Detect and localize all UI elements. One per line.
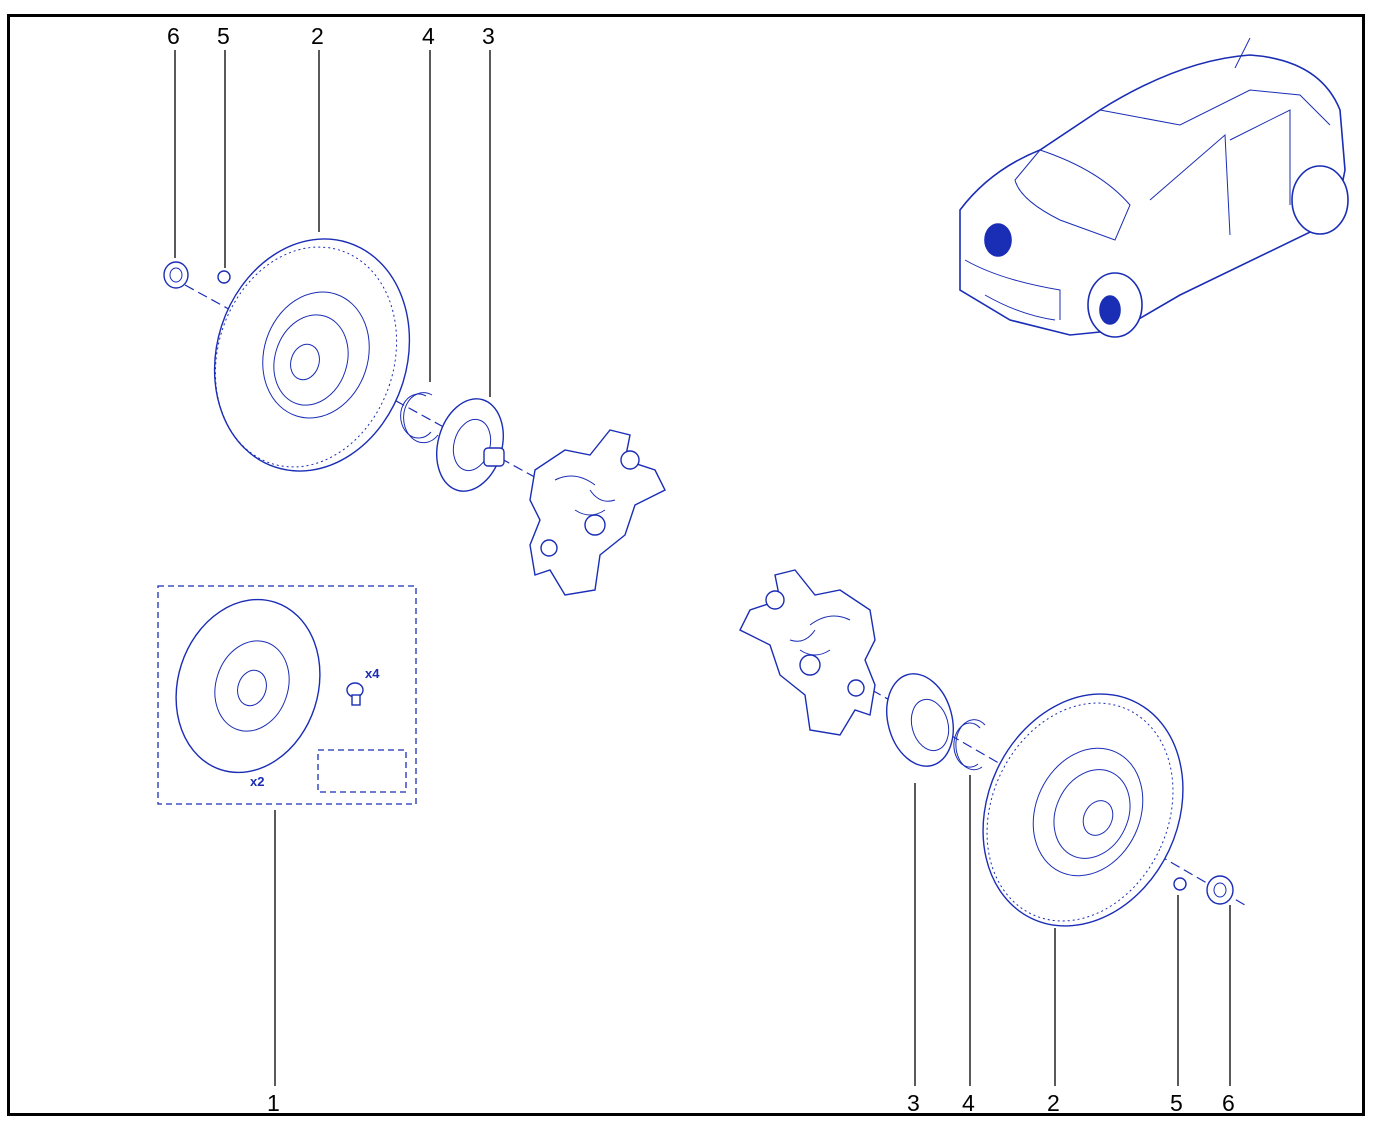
brake-disc-left [213,238,411,472]
callout-left-5: 5 [217,23,230,49]
kit-box: x4 x2 [157,585,417,805]
callout-bottom-4: 4 [962,1090,975,1116]
kit-bolt-qty: x4 [365,666,380,681]
callout-bottom-6: 6 [1222,1090,1235,1116]
hub-bearing-right [886,673,954,767]
callout-bottom-5: 5 [1170,1090,1183,1116]
callout-bottom-1: 1 [267,1090,280,1116]
kit-brake-disc [175,598,321,774]
circlip-left [400,392,439,444]
knuckle-left [529,429,666,596]
kit-label-box [317,749,407,793]
screw-left [217,270,231,284]
callout-left-2: 2 [311,23,324,49]
callout-bottom-2: 2 [1047,1090,1060,1116]
callouts-bottom: 1 3 4 2 5 6 [267,775,1235,1116]
kit-bolt [346,682,364,706]
left-brake-assembly [163,238,666,596]
right-brake-assembly [739,569,1246,927]
callout-left-6: 6 [167,23,180,49]
screw-right [1173,877,1187,891]
kit-disc-qty: x2 [250,774,264,789]
callout-bottom-3: 3 [907,1090,920,1116]
hub-nut-right [1206,875,1234,905]
callout-left-3: 3 [482,23,495,49]
hub-nut-left [163,261,189,289]
callouts-top-left: 6 5 2 4 3 [167,23,495,397]
hub-bearing-left [436,398,505,492]
circlip-right [953,719,986,771]
knuckle-right [739,569,876,736]
car-illustration [959,37,1349,338]
callout-left-4: 4 [422,23,435,49]
brake-disc-right [982,693,1184,927]
kit-dashed-box [157,585,417,805]
